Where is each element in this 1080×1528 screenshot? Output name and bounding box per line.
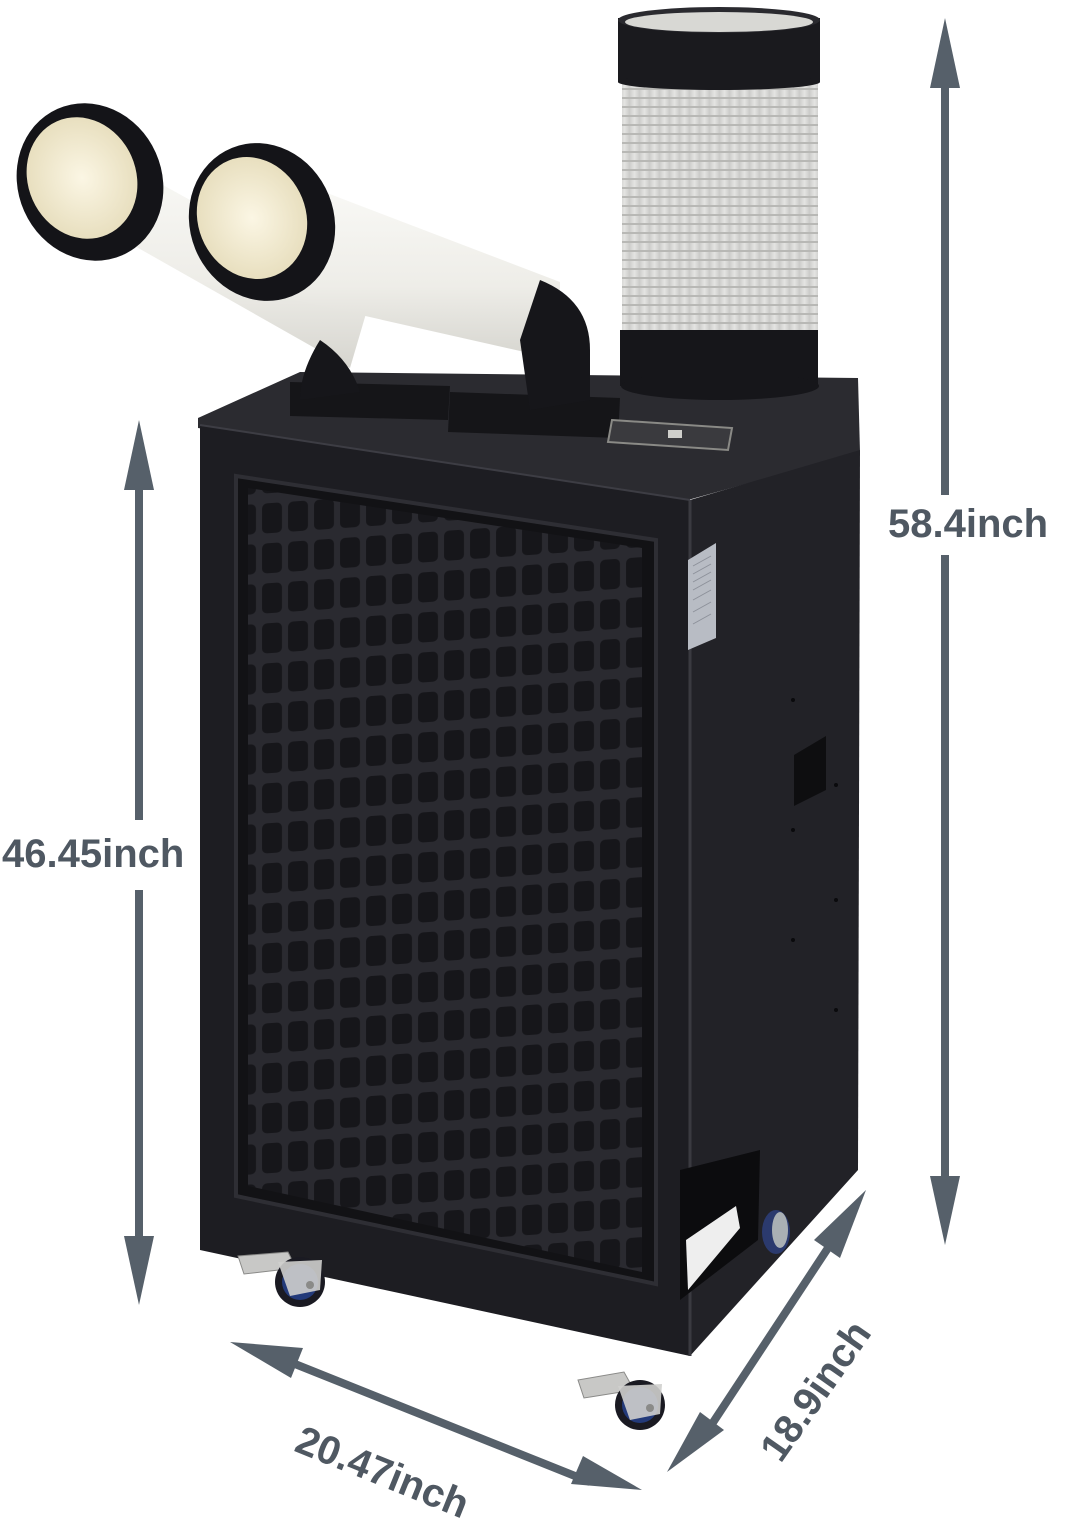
dimension-arrows: [124, 18, 960, 1490]
cold-air-duct-front: [188, 143, 590, 410]
caster-front-right: [577, 1371, 665, 1430]
total-height-label: 58.4inch: [888, 502, 1049, 546]
arrow-body-height: [124, 420, 154, 1305]
caster-front-left: [237, 1251, 325, 1307]
water-tank: [686, 1206, 740, 1290]
arrow-total-height: [930, 18, 960, 1245]
caster-rear-right: [762, 1210, 790, 1254]
arrow-width: [230, 1342, 642, 1490]
body-height-label: 46.45inch: [2, 832, 185, 876]
control-panel-window: [606, 418, 734, 452]
exhaust-duct: [618, 7, 820, 400]
arrow-depth: [667, 1190, 866, 1472]
spec-label: [688, 543, 716, 650]
cooler-body: [198, 372, 860, 1356]
side-handle: [794, 736, 826, 806]
